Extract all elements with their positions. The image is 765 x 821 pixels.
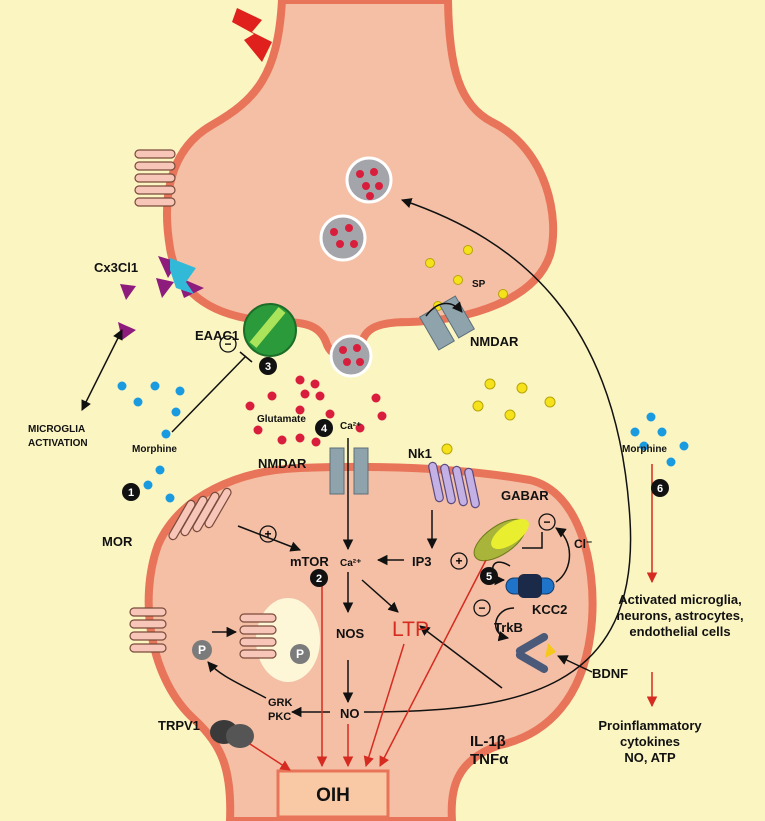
vesicle-icon (329, 334, 373, 378)
internalized-receptor (239, 613, 277, 659)
label-ip3: IP3 (412, 554, 432, 569)
minus-sign: − (224, 337, 231, 351)
minus-sign: − (478, 601, 485, 615)
step-badge-5: 5 (486, 571, 492, 583)
vesicle-icon (345, 156, 393, 204)
label-microglia-activation: MICROGLIA (28, 424, 85, 435)
minus-sign: − (543, 515, 550, 529)
red-arrows (249, 464, 658, 771)
step-badge-4: 4 (321, 423, 328, 435)
label-nmdar-pre: NMDAR (470, 334, 519, 349)
label-tnfa: TNFα (470, 751, 509, 768)
kcc2-transporter (505, 574, 555, 598)
label-sp: SP (472, 279, 486, 290)
label-trkb: TrkB (494, 620, 523, 635)
signs: − + + − − (219, 335, 556, 617)
label-proinflammatory: NO, ATP (624, 750, 676, 765)
cx3cl1-molecules (118, 256, 204, 340)
phosphate-label: P (296, 647, 304, 661)
nmdar-presynaptic (419, 295, 475, 351)
label-bdnf: BDNF (592, 666, 628, 681)
label-activated: Activated microglia, (618, 592, 742, 607)
label-ca-pre: Ca²⁺ (340, 421, 361, 432)
label-activated: endothelial cells (629, 624, 730, 639)
label-activated: neurons, astrocytes, (616, 608, 743, 623)
eaac1-transporter (243, 303, 297, 357)
label-proinflammatory: cytokines (620, 734, 680, 749)
nk1-receptor (428, 461, 480, 509)
cx3cl1-receptor (170, 258, 196, 294)
black-arrows (81, 198, 632, 718)
label-gabar: GABAR (501, 488, 549, 503)
label-ltp: LTP (392, 618, 429, 641)
phosphate-label: P (198, 643, 206, 657)
label-kcc2: KCC2 (532, 602, 567, 617)
plus-sign: + (455, 554, 462, 568)
trkb-receptor (515, 633, 556, 673)
label-mor: MOR (102, 534, 133, 549)
vesicle-icon (319, 214, 367, 262)
label-cl: Cl⁻ (574, 537, 592, 551)
trpv1-channel (210, 720, 254, 748)
label-cx3cl1: Cx3Cl1 (94, 260, 138, 275)
label-microglia-activation: ACTIVATION (28, 438, 88, 449)
mor-receptor (168, 487, 232, 541)
label-nos: NOS (336, 626, 365, 641)
step-badge-2: 2 (316, 573, 322, 585)
label-pkc: PKC (268, 711, 291, 723)
label-nmdar-post: NMDAR (258, 456, 307, 471)
plus-sign: + (264, 527, 271, 541)
label-eaac1: EAAC1 (195, 328, 239, 343)
label-glutamate: Glutamate (257, 414, 306, 425)
receptor-icon (134, 149, 176, 207)
label-proinflammatory: Proinflammatory (598, 718, 702, 733)
label-ca-post: Ca²⁺ (340, 558, 361, 569)
label-trpv1: TRPV1 (158, 718, 200, 733)
membrane-receptor (129, 607, 167, 653)
glutamate-molecules (245, 375, 387, 447)
label-morphine-left: Morphine (132, 444, 177, 455)
label-no: NO (340, 706, 360, 721)
step-badges: 1 2 3 4 5 6 (122, 357, 669, 587)
label-morphine-right: Morphine (622, 444, 667, 455)
step-badge-1: 1 (128, 487, 134, 499)
step-badge-6: 6 (657, 483, 663, 495)
label-il1b: IL-1β (470, 733, 506, 750)
lightning-icon (232, 8, 272, 62)
step-badge-3: 3 (265, 361, 271, 373)
nmdar-postsynaptic (329, 447, 369, 495)
label-nk1: Nk1 (408, 446, 432, 461)
label-grk: GRK (268, 697, 293, 709)
gabar-receptor (473, 518, 529, 562)
label-mtor: mTOR (290, 554, 329, 569)
label-oih: OIH (316, 785, 350, 806)
oih-box (276, 769, 390, 819)
